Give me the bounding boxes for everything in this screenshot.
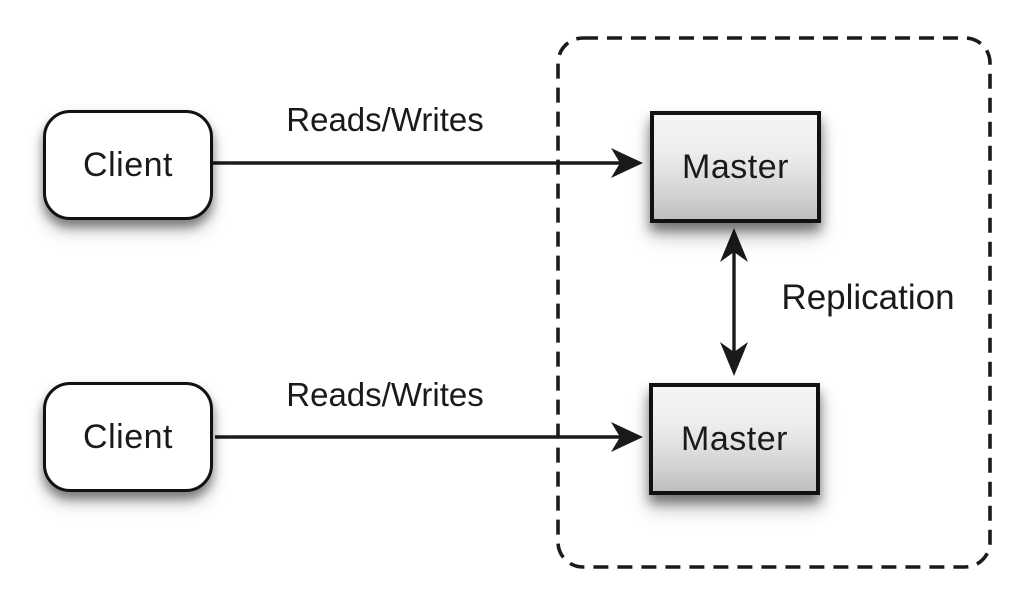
replication-boundary-dashed-box <box>556 36 992 569</box>
node-client-top-label: Client <box>83 145 173 184</box>
node-master-bottom: Master <box>649 383 820 495</box>
edge-reads-writes-top-arrowhead-icon <box>611 148 643 178</box>
edge-label-replication: Replication <box>781 278 955 317</box>
node-master-top: Master <box>650 111 821 223</box>
node-client-top: Client <box>43 110 213 220</box>
edge-reads-writes-bottom-arrowhead-icon <box>611 422 643 452</box>
node-client-bottom-label: Client <box>83 417 173 456</box>
edge-label-reads-writes-top: Reads/Writes <box>286 101 484 138</box>
node-master-top-label: Master <box>682 147 789 186</box>
edge-replication-arrowhead-up-icon <box>720 228 748 262</box>
node-master-bottom-label: Master <box>681 419 788 458</box>
node-client-bottom: Client <box>43 382 213 492</box>
edge-replication-arrowhead-down-icon <box>720 342 748 376</box>
edge-label-reads-writes-bottom: Reads/Writes <box>286 376 484 413</box>
